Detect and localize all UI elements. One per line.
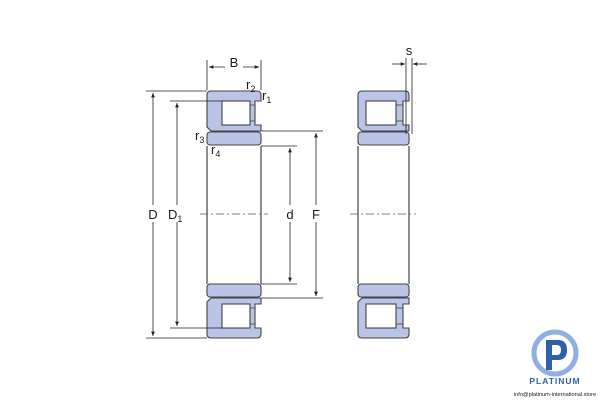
bottom-side bbox=[357, 283, 410, 339]
top-side bbox=[357, 90, 410, 146]
dim-D1: D1 bbox=[166, 100, 222, 329]
roller-bottom bbox=[221, 303, 251, 329]
label-s: s bbox=[406, 43, 413, 58]
label-r3: r3 bbox=[195, 128, 204, 145]
logo-ring bbox=[531, 329, 579, 377]
inner-ring-bottom bbox=[357, 283, 410, 298]
brand-name: PLATINUM bbox=[529, 376, 580, 386]
dim-d: d bbox=[261, 145, 297, 285]
brand-watermark: PLATINUM info@platinum-international.sto… bbox=[510, 328, 600, 400]
label-D1: D1 bbox=[168, 207, 182, 224]
label-F: F bbox=[312, 207, 320, 222]
label-r2: r2 bbox=[246, 77, 255, 94]
section-view: B r2 r1 r3 r4 D D1 d bbox=[145, 55, 324, 339]
platinum-logo: PLATINUM info@platinum-international.sto… bbox=[514, 329, 596, 398]
label-r1: r1 bbox=[262, 88, 271, 105]
brand-email: info@platinum-international.store bbox=[514, 392, 596, 398]
logo-letter-p bbox=[546, 340, 567, 370]
label-d: d bbox=[286, 207, 293, 222]
label-r4: r4 bbox=[211, 142, 220, 159]
label-D: D bbox=[148, 207, 157, 222]
inner-ring-top bbox=[206, 131, 262, 146]
roller-bottom bbox=[365, 303, 397, 329]
dim-F: F bbox=[261, 130, 324, 299]
dim-s: s bbox=[392, 43, 427, 134]
roller-top bbox=[365, 100, 397, 126]
top-section bbox=[206, 90, 262, 146]
label-B: B bbox=[230, 55, 239, 70]
inner-ring-bottom bbox=[206, 283, 262, 298]
side-view: s bbox=[350, 43, 427, 339]
roller-top bbox=[221, 100, 251, 126]
inner-ring-top bbox=[357, 131, 410, 146]
bottom-section bbox=[206, 283, 262, 339]
dim-B: B bbox=[206, 55, 262, 90]
dim-D: D bbox=[145, 90, 207, 339]
